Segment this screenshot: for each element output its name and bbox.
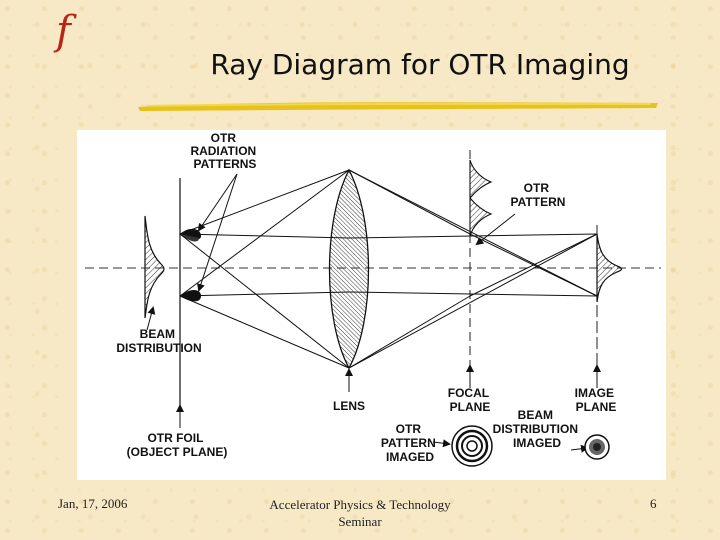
footer-event-line1: Accelerator Physics & Technology: [269, 497, 451, 512]
arrow-to-upper-lobe: [197, 173, 238, 232]
beam-distribution-curve: [144, 215, 165, 319]
lens: [328, 168, 370, 370]
focal-otr-pattern: [469, 159, 493, 237]
label-focal-plane: FOCAL PLANE: [448, 386, 492, 414]
radiation-lobe-upper-2: [180, 234, 199, 242]
beam-distribution-imaged-spot: [584, 434, 610, 460]
label-beam-distribution-imaged: BEAM DISTRIBUTION IMAGED: [493, 408, 582, 450]
label-otr-foil: OTR FOIL (OBJECT PLANE): [127, 431, 228, 459]
label-image-plane: IMAGE PLANE: [575, 386, 618, 414]
page-number: 6: [650, 496, 657, 511]
arrow-to-lower-lobe: [197, 173, 238, 292]
label-otr-pattern-imaged: OTR PATTERN IMAGED: [381, 422, 439, 464]
label-beam-distribution: BEAM DISTRIBUTION: [116, 327, 201, 355]
image-beam-distribution: [596, 233, 623, 303]
arrow-to-otr-pattern: [475, 213, 516, 246]
label-otr-pattern: OTR PATTERN: [511, 181, 566, 209]
footer-event: Accelerator Physics & Technology Seminar: [240, 496, 480, 530]
label-otr-radiation-patterns: OTR RADIATION PATTERNS: [190, 131, 259, 171]
label-lens: LENS: [333, 399, 365, 413]
footer-event-line2: Seminar: [338, 514, 382, 529]
otr-pattern-imaged-rings: [451, 425, 493, 467]
ray-diagram: OTR RADIATION PATTERNS OTR PATTERN BEAM …: [77, 130, 666, 480]
title-underline: [138, 102, 658, 111]
arrow-to-beam-distribution: [146, 306, 156, 331]
rays: [179, 169, 598, 369]
footer-date: Jan, 17, 2006: [58, 496, 128, 511]
logo-glyph: f: [56, 8, 71, 54]
slide-title: Ray Diagram for OTR Imaging: [210, 48, 630, 81]
arrow-to-imaged-rings: [432, 439, 451, 448]
